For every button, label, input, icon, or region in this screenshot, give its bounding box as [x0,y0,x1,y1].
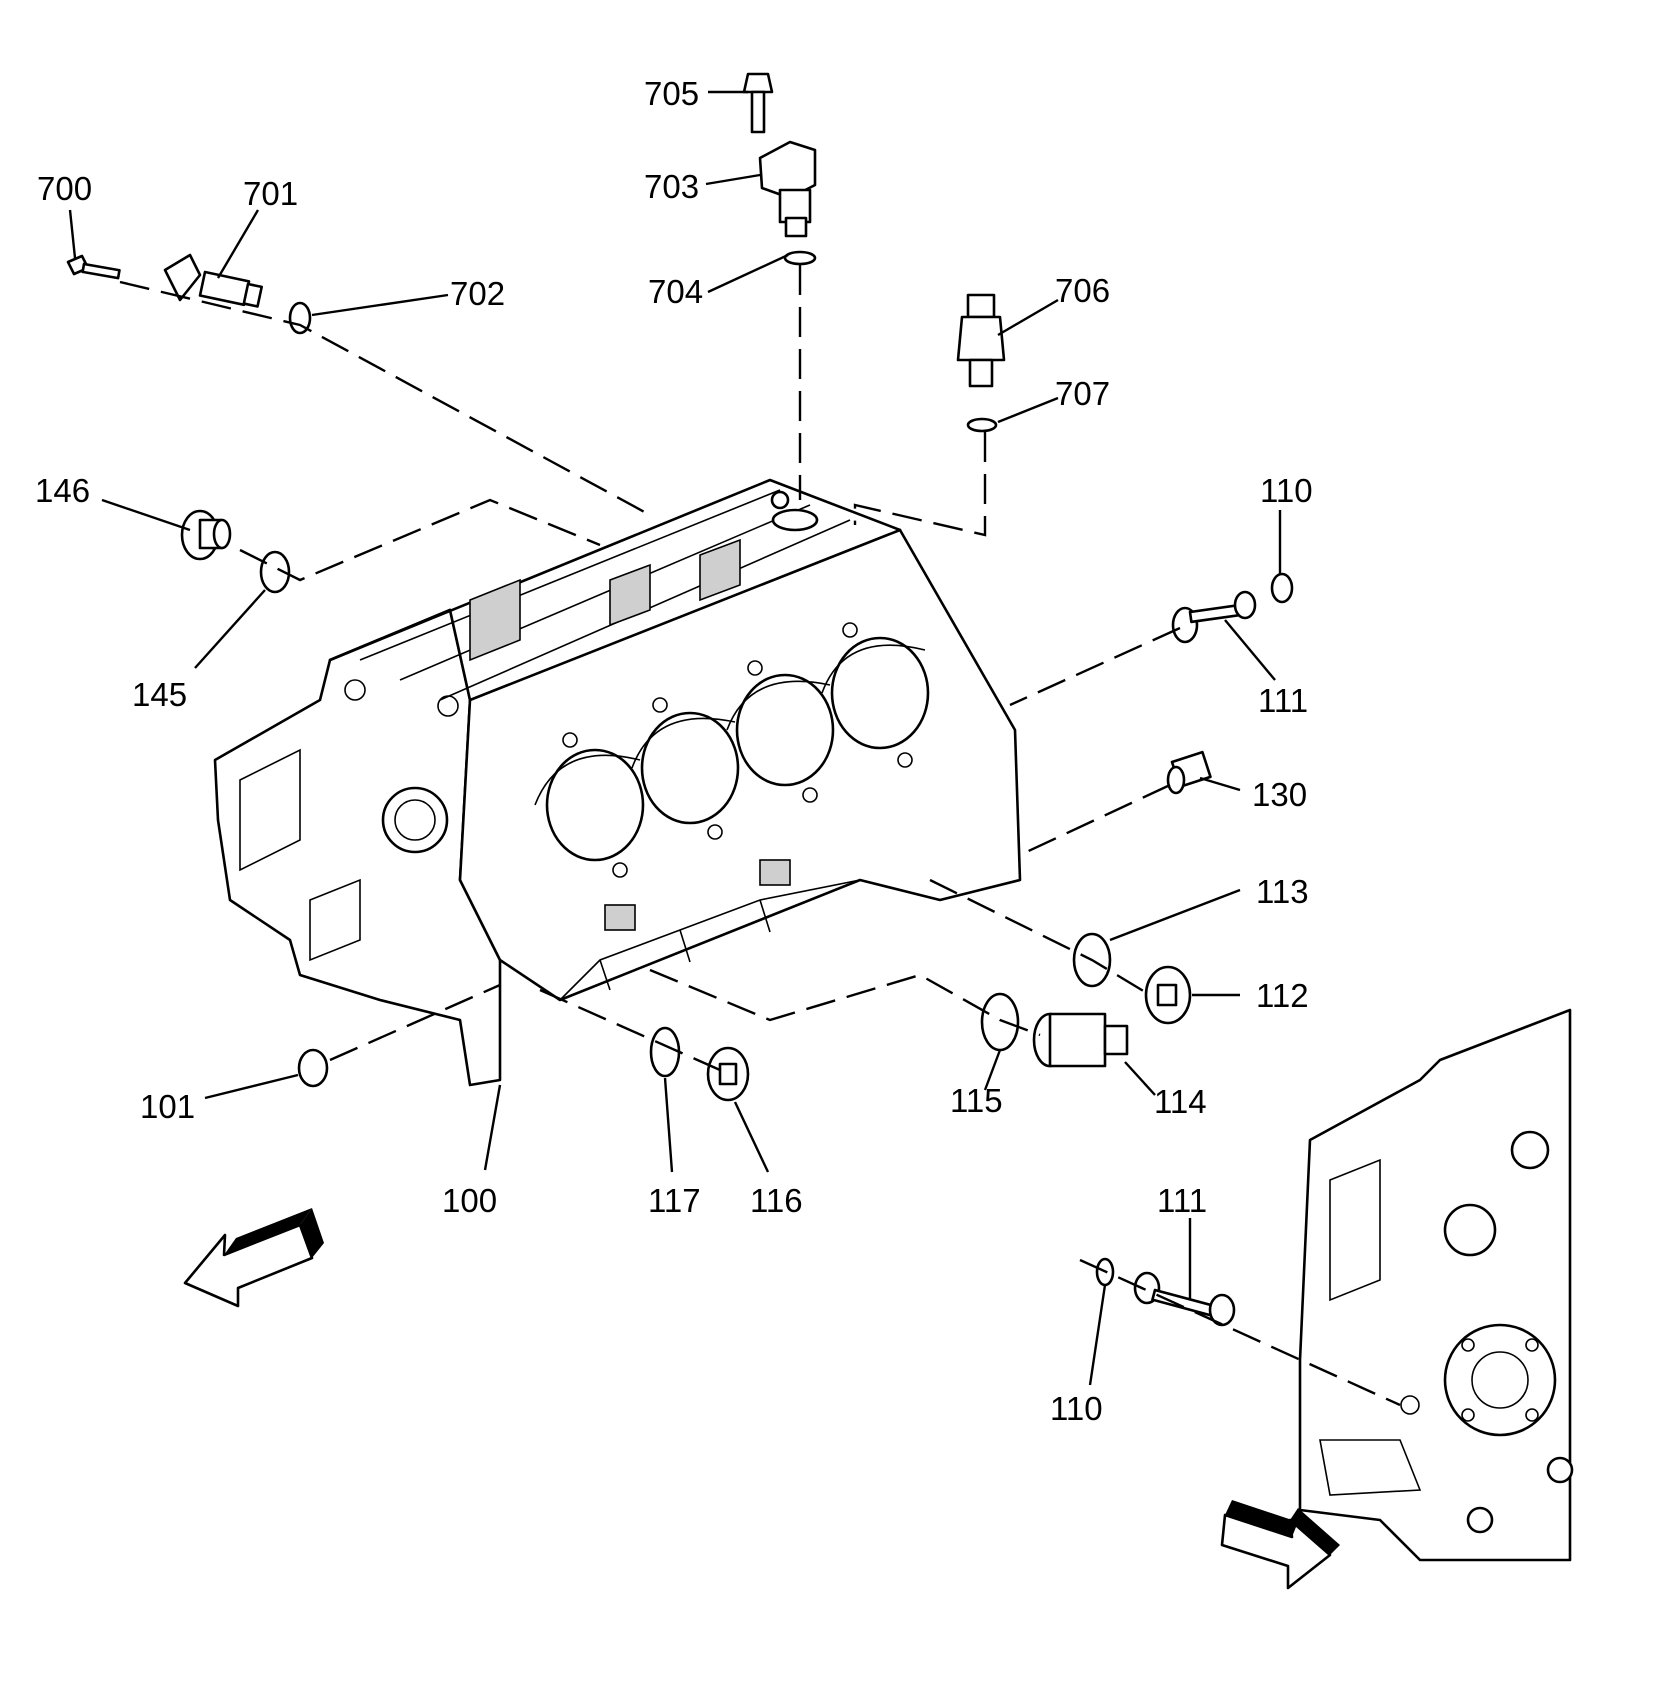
callout-101: 101 [140,1088,195,1125]
callout-703: 703 [644,168,699,205]
callout-100: 100 [442,1182,497,1219]
assembly-lines [119,265,1401,1407]
sensor-703 [758,140,817,238]
right-direction-arrow-icon [1220,1500,1340,1590]
callout-145: 145 [132,676,187,713]
callout-115: 115 [950,1082,1003,1119]
callout-146: 146 [35,472,90,509]
seal-117 [649,1026,681,1078]
plug-116 [706,1046,750,1102]
sensor-701 [163,253,263,308]
callout-701: 701 [243,175,298,212]
seal-115 [980,992,1020,1052]
dowel-130 [1166,750,1212,795]
callout-705: 705 [644,75,699,112]
plug-111-bottom [1133,1271,1236,1327]
callout-704: 704 [648,273,703,310]
bolt-705 [742,72,774,134]
sensor-114 [1032,1012,1129,1068]
callout-707: 707 [1055,375,1110,412]
bolt-700 [66,254,121,280]
left-direction-arrow-icon [183,1208,324,1308]
callout-702: 702 [450,275,505,312]
plug-112 [1144,965,1192,1025]
callout-700: 700 [37,170,92,207]
sensor-706 [956,293,1006,388]
callout-111-top: 111 [1258,682,1308,719]
callout-706: 706 [1055,272,1110,309]
callout-112: 112 [1256,977,1309,1014]
seal-145 [259,550,291,594]
callout-130: 130 [1252,776,1307,813]
rear-block-view [1298,1008,1574,1562]
callout-113: 113 [1256,873,1309,910]
callout-114: 114 [1154,1083,1207,1120]
callout-110-bottom: 110 [1050,1390,1103,1427]
callout-110-top: 110 [1260,472,1313,509]
plug-146 [180,509,232,561]
seal-110-top [1270,572,1294,604]
leader-lines [68,90,1282,1386]
plug-111-top [1171,590,1257,644]
seal-704 [783,250,817,266]
seal-702 [288,301,312,335]
callout-labels: 700 701 702 705 703 704 706 707 146 145 … [35,75,1313,1427]
callout-116: 116 [750,1182,803,1219]
engine-block [213,478,1022,1087]
callout-117: 117 [648,1182,701,1219]
seal-707 [966,417,998,433]
seal-101 [297,1048,329,1088]
callout-111-bottom: 111 [1157,1182,1207,1219]
